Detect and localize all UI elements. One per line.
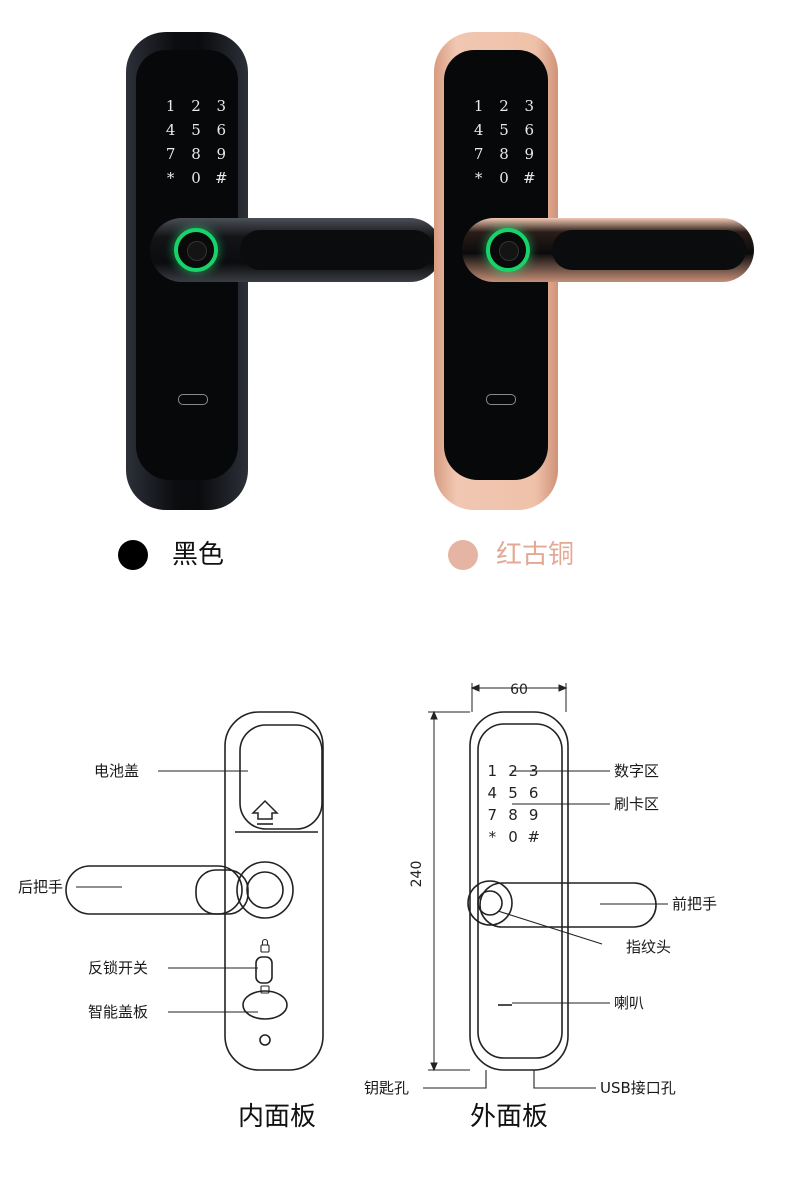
key: 0	[508, 828, 518, 846]
black-lock-handle	[150, 218, 442, 282]
battery-cover-label: 电池盖	[94, 762, 140, 780]
outer-panel-title: 外面板	[470, 1102, 549, 1132]
key: #	[523, 169, 536, 187]
speaker-slot-icon	[178, 394, 208, 405]
key: 1	[165, 97, 176, 115]
rose-swatch-icon[interactable]	[448, 540, 478, 570]
key: 2	[508, 762, 518, 780]
key: 4	[487, 784, 498, 802]
key: 9	[216, 145, 227, 163]
fingerprint-sensor-icon	[486, 228, 530, 272]
black-swatch-icon[interactable]	[118, 540, 148, 570]
front-handle-label: 前把手	[672, 895, 718, 913]
key: 9	[524, 145, 535, 163]
key: 6	[524, 121, 535, 139]
usb-port-label: USB接口孔	[600, 1079, 676, 1097]
key: 9	[528, 806, 539, 824]
rose-lock-handle	[462, 218, 754, 282]
key: 5	[508, 784, 518, 802]
key: 0	[191, 169, 201, 187]
key: 4	[165, 121, 176, 139]
fingerprint-sensor-icon	[174, 228, 218, 272]
smart-cover-label: 智能盖板	[88, 1003, 149, 1021]
key: 8	[499, 145, 509, 163]
anti-lock-switch-label: 反锁开关	[88, 959, 149, 977]
key: 6	[216, 121, 227, 139]
key: *	[488, 828, 497, 846]
key: 3	[524, 97, 535, 115]
key: 1	[473, 97, 484, 115]
key-hole-label: 钥匙孔	[364, 1079, 410, 1097]
handle-bar	[240, 230, 434, 270]
key: 0	[499, 169, 509, 187]
outer-panel-outline	[467, 711, 657, 1071]
key: *	[166, 169, 175, 187]
lock-symbol-icon	[260, 938, 270, 994]
width-dimension: 60	[510, 682, 528, 698]
handle-bar	[552, 230, 746, 270]
rear-handle-label: 后把手	[18, 878, 64, 896]
number-area-label: 数字区	[614, 762, 660, 780]
key: 1	[487, 762, 498, 780]
height-dimension: 240	[409, 861, 425, 888]
speaker-label: 喇叭	[614, 994, 645, 1012]
key: 8	[191, 145, 201, 163]
key: 4	[473, 121, 484, 139]
key: 8	[508, 806, 518, 824]
key: 2	[499, 97, 509, 115]
up-arrow-icon	[251, 799, 279, 825]
key: 2	[191, 97, 201, 115]
key: 6	[528, 784, 539, 802]
key: 5	[499, 121, 509, 139]
rose-keypad: 1 2 3 4 5 6 7 8 9 * 0 #	[466, 98, 542, 186]
black-variant-label[interactable]: 黑色	[172, 540, 225, 570]
key: 3	[528, 762, 539, 780]
key: #	[527, 828, 540, 846]
rose-variant-label[interactable]: 红古铜	[496, 540, 575, 570]
outer-keypad: 1 2 3 4 5 6 7 8 9 * 0 #	[482, 763, 544, 846]
key: 7	[473, 145, 484, 163]
key: 5	[191, 121, 201, 139]
key: 7	[487, 806, 498, 824]
inner-panel-outline	[65, 711, 324, 1071]
key: 7	[165, 145, 176, 163]
key: *	[474, 169, 483, 187]
card-area-label: 刷卡区	[614, 795, 660, 813]
speaker-slot-icon	[486, 394, 516, 405]
dimension-lines	[428, 683, 568, 1072]
black-keypad: 1 2 3 4 5 6 7 8 9 * 0 #	[158, 98, 234, 186]
fingerprint-label: 指纹头	[626, 938, 672, 956]
leader-lines	[76, 770, 668, 1089]
inner-panel-title: 内面板	[238, 1102, 317, 1132]
key: #	[215, 169, 228, 187]
key: 3	[216, 97, 227, 115]
